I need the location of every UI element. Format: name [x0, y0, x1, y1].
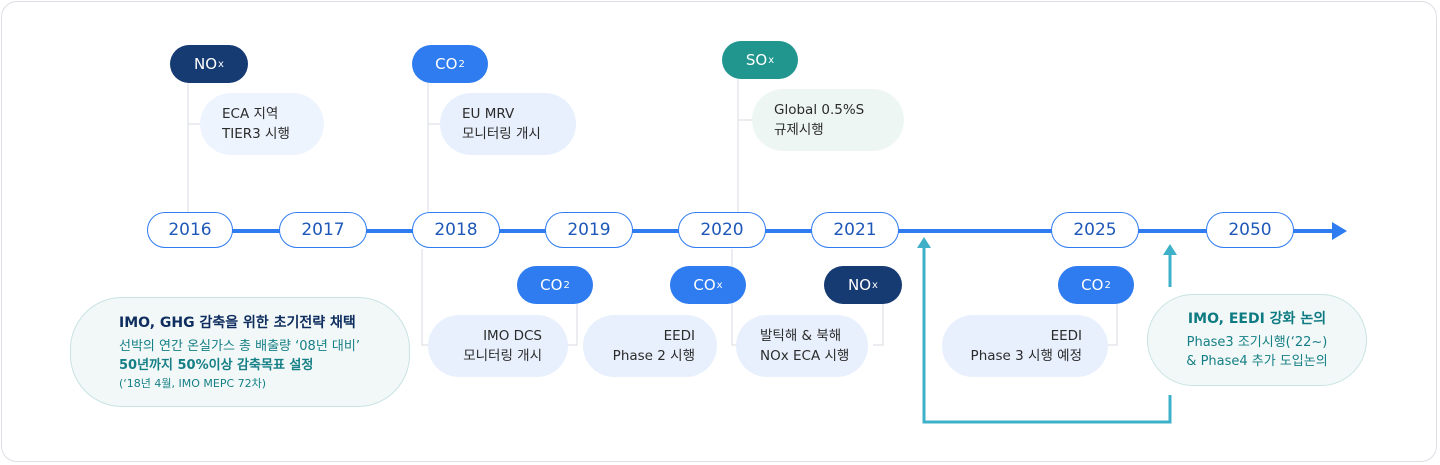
year-2018: 2018: [412, 212, 500, 248]
year-2025: 2025: [1051, 212, 1139, 248]
connector-nox-2021: [873, 302, 884, 346]
connector-co2-2019: [567, 302, 578, 346]
year-2021: 2021: [811, 212, 899, 248]
year-2050: 2050: [1206, 212, 1294, 248]
connector-co2-2025: [1107, 302, 1118, 346]
timeline-arrowhead: [1332, 222, 1347, 240]
year-2016: 2016: [147, 212, 233, 248]
event-eedi-strengthening: IMO, EEDI 강화 논의 Phase3 조기시행(‘22~) & Phas…: [1147, 294, 1367, 386]
event-ghg-strategy: IMO, GHG 감축을 위한 초기전략 채택 선박의 연간 온실가스 총 배출…: [70, 297, 410, 407]
teal-loop-line: [922, 246, 1172, 424]
year-2020: 2020: [678, 212, 766, 248]
year-2017: 2017: [279, 212, 367, 248]
teal-arrowhead-left: [917, 237, 931, 248]
teal-arrowhead-right: [1163, 244, 1177, 255]
year-2019: 2019: [545, 212, 633, 248]
